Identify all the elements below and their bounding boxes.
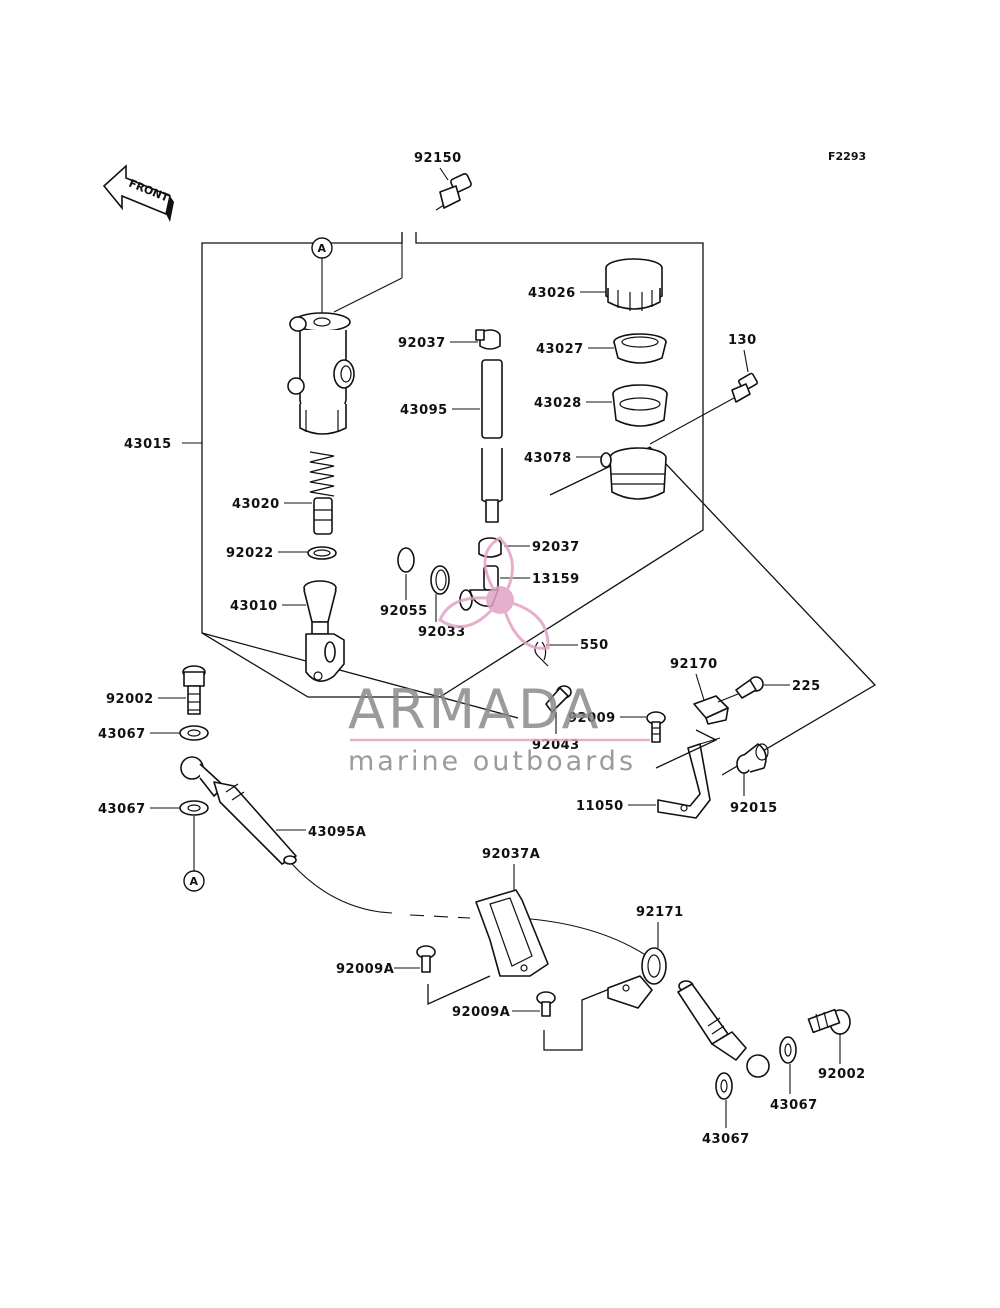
reservoir-cap-43026 — [605, 258, 663, 311]
bracket-leader — [655, 729, 718, 769]
label-92002-right: 92002 — [818, 1067, 866, 1082]
label-43067-b: 43067 — [98, 802, 146, 817]
label-43095A: 43095A — [308, 825, 366, 840]
hose-path — [291, 863, 381, 913]
label-92037-top: 92037 — [398, 336, 446, 351]
propeller-logo-icon — [438, 536, 550, 650]
label-92055: 92055 — [380, 604, 428, 619]
ref-marker-a-top: A — [311, 237, 333, 318]
label-92022: 92022 — [226, 546, 274, 561]
label-92037-mid: 92037 — [532, 540, 580, 555]
label-550: 550 — [580, 638, 609, 653]
screw-130 — [649, 372, 758, 445]
circlip-92022 — [307, 546, 337, 560]
bracket-11050 — [657, 737, 721, 819]
label-92015: 92015 — [730, 801, 778, 816]
washer-43067-c — [715, 1072, 733, 1100]
label-43026: 43026 — [528, 286, 576, 301]
watermark-tagline: marine outboards — [348, 746, 636, 777]
hose-43095 — [481, 359, 503, 523]
banjo-bolt-92002-left — [182, 665, 206, 715]
grommet-92015 — [736, 743, 769, 774]
svg-text:A: A — [318, 242, 327, 255]
ref-marker-a-bottom: A — [183, 816, 205, 892]
watermark-brand: ARMADA — [348, 678, 602, 741]
pin-92043 — [545, 685, 572, 713]
label-43015: 43015 — [124, 437, 172, 452]
hose-end-right — [677, 980, 770, 1078]
cotter-pin-550 — [534, 641, 549, 667]
label-92171: 92171 — [636, 905, 684, 920]
label-11050: 11050 — [576, 799, 624, 814]
figure-code: F2293 — [828, 150, 866, 163]
bolt-92009A-a — [416, 945, 436, 973]
bolt-92009A-b — [536, 991, 556, 1017]
label-43067-d: 43067 — [770, 1098, 818, 1113]
hose-path-dashed — [409, 914, 471, 919]
reservoir-43078 — [600, 447, 667, 500]
bracket-frame — [549, 446, 877, 776]
banjo-bolt-92150 — [435, 173, 472, 211]
washer-43067-d — [779, 1036, 797, 1064]
watermark: ARMADA marine outboards — [348, 536, 650, 777]
master-cylinder-body — [287, 312, 355, 435]
hose-43095A — [180, 756, 297, 865]
label-43027: 43027 — [536, 342, 584, 357]
label-92150: 92150 — [414, 151, 462, 166]
hose-path-right — [519, 917, 651, 959]
washer-43067-a — [179, 725, 209, 741]
label-43028: 43028 — [534, 396, 582, 411]
label-92033: 92033 — [418, 625, 466, 640]
label-43010: 43010 — [230, 599, 278, 614]
label-92009: 92009 — [568, 711, 616, 726]
label-43067-c: 43067 — [702, 1132, 750, 1147]
label-92002-left: 92002 — [106, 692, 154, 707]
label-92037A: 92037A — [482, 847, 540, 862]
label-43020: 43020 — [232, 497, 280, 512]
bolt-92009 — [646, 711, 666, 743]
washer-43067-b — [179, 800, 209, 816]
label-43067-a: 43067 — [98, 727, 146, 742]
diaphragm-plate-43027 — [613, 333, 667, 364]
label-92170: 92170 — [670, 657, 718, 672]
label-225: 225 — [792, 679, 821, 694]
front-arrow-icon: FRONT — [102, 164, 174, 222]
diaphragm-43028 — [612, 384, 668, 427]
banjo-bolt-92002-right — [807, 1008, 851, 1035]
bracket-92037A — [475, 889, 549, 977]
svg-text:A: A — [190, 875, 199, 888]
label-92009A-b: 92009A — [452, 1005, 510, 1020]
label-43095: 43095 — [400, 403, 448, 418]
label-130: 130 — [728, 333, 757, 348]
bolt-leader-b — [543, 987, 613, 1051]
label-92009A-a: 92009A — [336, 962, 394, 977]
o-ring-92055 — [397, 547, 415, 573]
spring-43020 — [309, 451, 335, 535]
circlip-92033 — [430, 565, 450, 595]
bolt-leader-a — [427, 975, 491, 1006]
push-rod-43010 — [303, 580, 345, 682]
clamp-92037-top — [475, 329, 501, 350]
clip-92171 — [607, 947, 667, 1009]
label-92043: 92043 — [532, 738, 580, 753]
label-13159: 13159 — [532, 572, 580, 587]
label-43078: 43078 — [524, 451, 572, 466]
screw-225 — [717, 676, 764, 703]
